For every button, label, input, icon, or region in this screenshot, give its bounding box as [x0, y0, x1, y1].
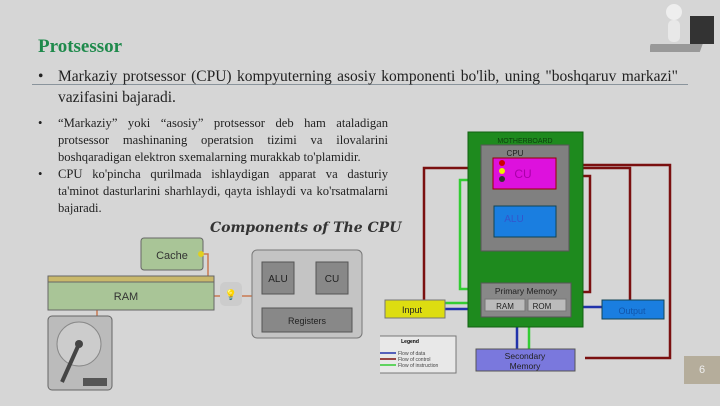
input-label: Input — [402, 305, 423, 315]
output-box — [601, 299, 665, 320]
computer-user-icon — [650, 4, 714, 52]
motherboard-diagram: MOTHERBOARD CPU CU ALU Primary Memory RA… — [380, 131, 672, 374]
alu-box — [493, 205, 557, 238]
bullet-item: •“Markaziy” yoki “asosiy” protsessor deb… — [38, 116, 388, 164]
secondary-memory-box — [475, 348, 576, 372]
motherboard-label: MOTHERBOARD — [497, 138, 552, 145]
bullet-item: •CPU ko'pincha qurilmada ishlaydigan app… — [38, 167, 388, 215]
svg-text:Flow of data: Flow of data — [398, 351, 425, 357]
bullet-main: •Markaziy protsessor (CPU) kompyuterning… — [38, 68, 678, 106]
page-number: 6 — [684, 356, 720, 384]
input-box — [384, 299, 446, 319]
slide-title: Protsessor — [38, 36, 123, 57]
cpu-components-diagram: Cache RAM 💡 ALU CU Registers — [47, 237, 363, 391]
alu-label: ALU — [268, 274, 287, 285]
cache-label: Cache — [156, 250, 188, 262]
alu-label: ALU — [504, 214, 523, 225]
svg-text:💡: 💡 — [225, 288, 237, 301]
rom-label: ROM — [533, 302, 552, 311]
bullet-text: CPU ko'pincha qurilmada ishlaydigan appa… — [58, 167, 388, 215]
primary-memory-label: Primary Memory — [495, 286, 558, 296]
secondary-memory-label: Memory — [510, 361, 541, 371]
bullet-text: “Markaziy” yoki “asosiy” protsessor deb … — [58, 116, 388, 164]
cu-box — [315, 261, 349, 295]
cpu-label: CPU — [507, 149, 524, 158]
legend: Legend Flow of data Flow of control Flow… — [380, 335, 457, 374]
svg-text:Flow of instruction: Flow of instruction — [398, 363, 439, 369]
components-title: Components of The CPU — [210, 220, 402, 236]
registers-label: Registers — [288, 316, 327, 326]
cu-label: CU — [325, 274, 339, 285]
rom-box — [527, 298, 567, 312]
ram-box — [47, 281, 215, 311]
title-divider — [32, 84, 688, 85]
ram-label: RAM — [496, 302, 514, 311]
bullet-list: •“Markaziy” yoki “asosiy” protsessor deb… — [38, 115, 388, 217]
output-label: Output — [618, 306, 646, 316]
registers-box — [261, 307, 353, 333]
lightbulb-logo-icon — [220, 282, 242, 306]
cu-label: CU — [514, 167, 531, 181]
svg-text:Flow of control: Flow of control — [398, 357, 431, 363]
bullet-text: Markaziy protsessor (CPU) kompyuterning … — [58, 68, 678, 106]
alu-box — [261, 261, 295, 295]
secondary-memory-label: Secondary — [505, 351, 546, 361]
svg-text:Legend: Legend — [401, 339, 419, 345]
ram-label: RAM — [114, 291, 138, 303]
ram-box — [484, 298, 526, 312]
